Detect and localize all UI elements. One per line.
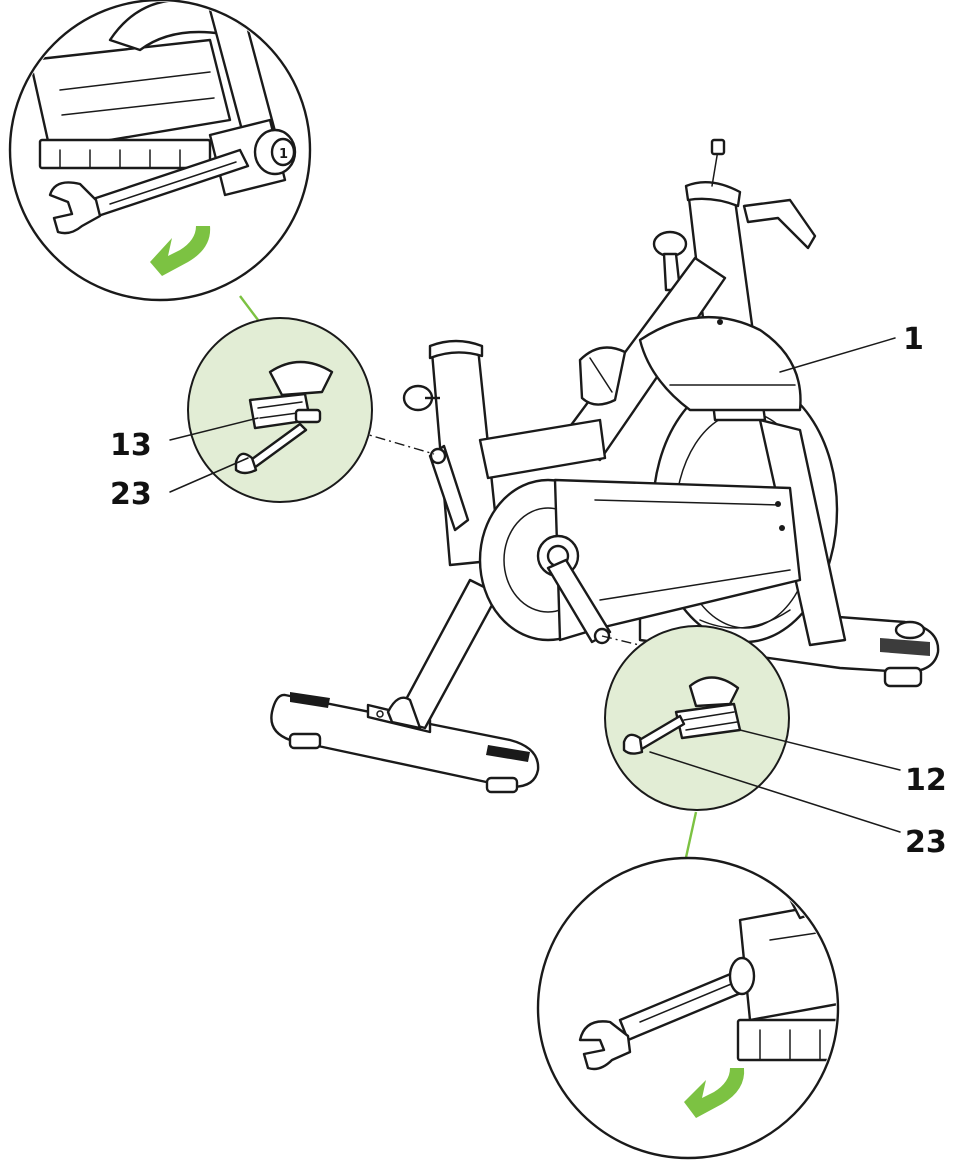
leader-13	[169, 417, 259, 441]
leader-1	[779, 337, 896, 373]
rotation-arrow-icon	[150, 226, 211, 276]
wrench-icon	[234, 422, 308, 475]
front-stabilizer	[270, 692, 540, 794]
nut-number: 1	[279, 147, 288, 162]
part-label-wrench-right: 23	[905, 825, 947, 860]
part-label-left-pedal: 13	[110, 428, 152, 463]
wrench-icon	[622, 714, 686, 755]
alignment-line-right	[601, 635, 701, 701]
part-label-right-pedal: 12	[905, 763, 947, 798]
leader-12	[739, 729, 901, 771]
zoom-circle-right	[604, 625, 901, 833]
part-label-frame: 1	[903, 322, 924, 357]
connector-bottom	[683, 811, 698, 863]
main-frame	[558, 138, 817, 462]
connector-top	[239, 295, 259, 321]
leader-23-right	[649, 751, 901, 833]
detail-circle-top: 1	[8, 0, 312, 302]
detail-circle-bottom	[536, 856, 840, 1160]
zoom-circle-left	[169, 317, 373, 503]
part-label-wrench-left: 23	[110, 477, 152, 512]
wrench-icon	[48, 148, 250, 235]
right-crank	[536, 534, 612, 645]
leader-23-left	[169, 457, 249, 493]
spin-bike	[270, 138, 940, 794]
seat-post	[402, 339, 607, 567]
rotation-arrow-icon	[684, 1068, 745, 1118]
